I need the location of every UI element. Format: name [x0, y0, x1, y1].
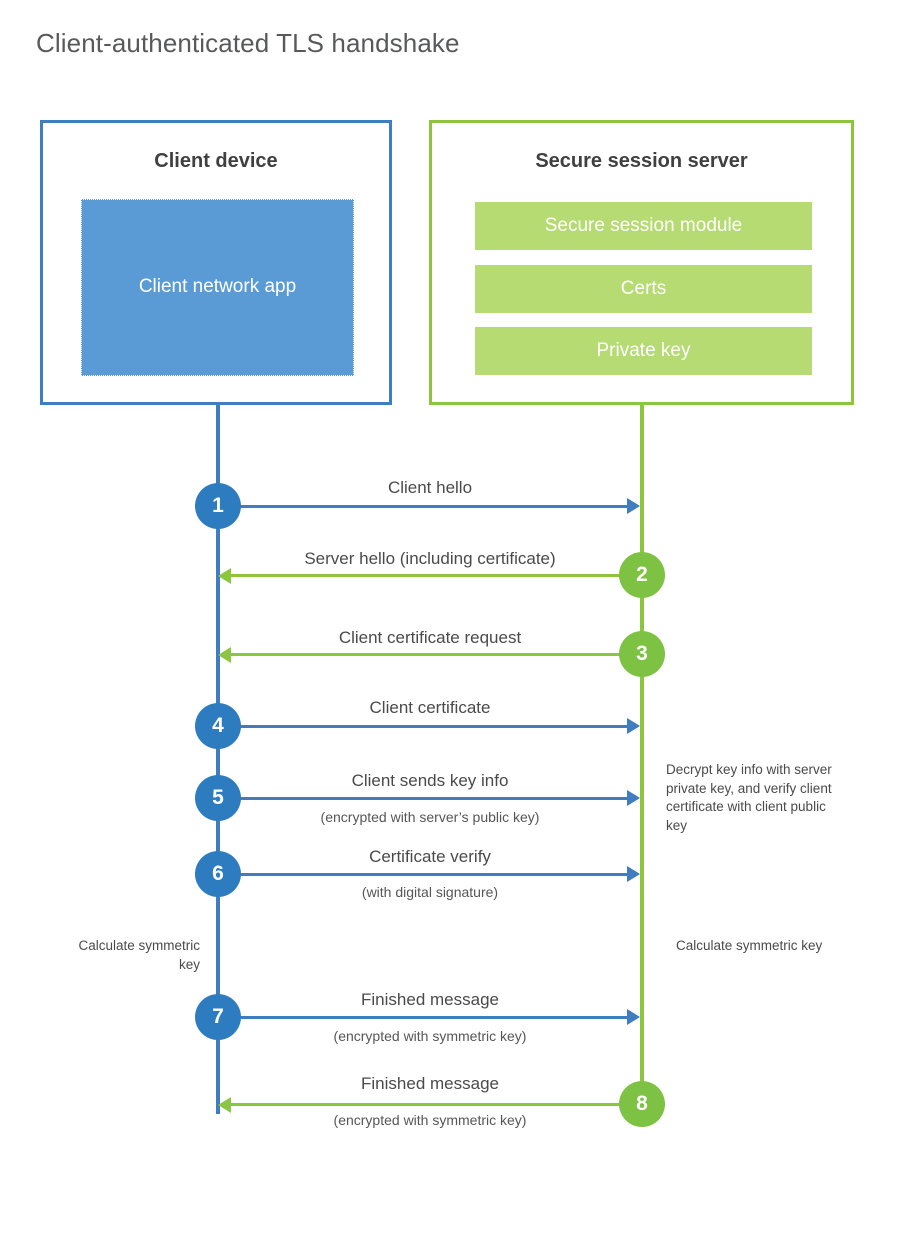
step-7-label: Finished message	[361, 990, 499, 1009]
secure-session-server-box: Secure session server Secure session mod…	[429, 120, 854, 405]
page-title: Client-authenticated TLS handshake	[36, 28, 460, 58]
step-6-label: Certificate verify	[369, 847, 491, 866]
step-8-circle[interactable]: 8	[619, 1081, 665, 1127]
secure-session-server-title: Secure session server	[535, 150, 748, 172]
server-lifeline	[640, 405, 644, 1105]
step-2-arrow-line	[226, 574, 642, 577]
step-6-sublabel: (with digital signature)	[361, 884, 499, 900]
note-decrypt-key-info: Decrypt key info with server private key…	[666, 762, 832, 833]
step-3-arrow-line	[226, 653, 642, 656]
server-module-private-key: Private key	[475, 327, 812, 375]
step-1-label: Client hello	[387, 478, 473, 497]
step-1-circle[interactable]: 1	[195, 483, 241, 529]
step-2-label: Server hello (including certificate)	[304, 549, 556, 568]
step-7-circle[interactable]: 7	[195, 994, 241, 1040]
step-5-circle[interactable]: 5	[195, 775, 241, 821]
note-calculate-symmetric-key-client: Calculate symmetric key	[78, 938, 200, 972]
step-5-arrow-line	[218, 797, 629, 800]
client-device-title: Client device	[154, 150, 278, 172]
step-2-arrow-head	[218, 568, 231, 584]
server-module-certs: Certs	[475, 265, 812, 313]
step-6-circle[interactable]: 6	[195, 851, 241, 897]
note-calculate-symmetric-key-server: Calculate symmetric key	[676, 938, 823, 953]
step-8-sublabel: (encrypted with symmetric key)	[333, 1112, 527, 1128]
step-6-arrow-line	[218, 873, 629, 876]
step-4-arrow-line	[218, 725, 629, 728]
client-device-box: Client device Client network app	[40, 120, 392, 405]
step-8-arrow-head	[218, 1097, 231, 1113]
server-module-secure-session-module: Secure session module	[475, 202, 812, 250]
step-2-circle[interactable]: 2	[619, 552, 665, 598]
step-7-sublabel: (encrypted with symmetric key)	[333, 1028, 527, 1044]
step-5-label: Client sends key info	[351, 771, 509, 790]
step-8-label: Finished message	[361, 1074, 499, 1093]
client-network-app-block: Client network app	[81, 199, 354, 376]
step-8-arrow-line	[226, 1103, 642, 1106]
step-4-arrow-head	[627, 718, 640, 734]
step-5-sublabel: (encrypted with server’s public key)	[320, 809, 540, 825]
step-7-arrow-line	[218, 1016, 629, 1019]
step-4-label: Client certificate	[369, 698, 491, 717]
step-1-arrow-line	[218, 505, 629, 508]
step-4-circle[interactable]: 4	[195, 703, 241, 749]
client-lifeline	[216, 405, 220, 1114]
step-7-arrow-head	[627, 1009, 640, 1025]
step-5-arrow-head	[627, 790, 640, 806]
step-1-arrow-head	[627, 498, 640, 514]
step-3-label: Client certificate request	[338, 628, 522, 647]
step-6-arrow-head	[627, 866, 640, 882]
step-3-circle[interactable]: 3	[619, 631, 665, 677]
step-3-arrow-head	[218, 647, 231, 663]
